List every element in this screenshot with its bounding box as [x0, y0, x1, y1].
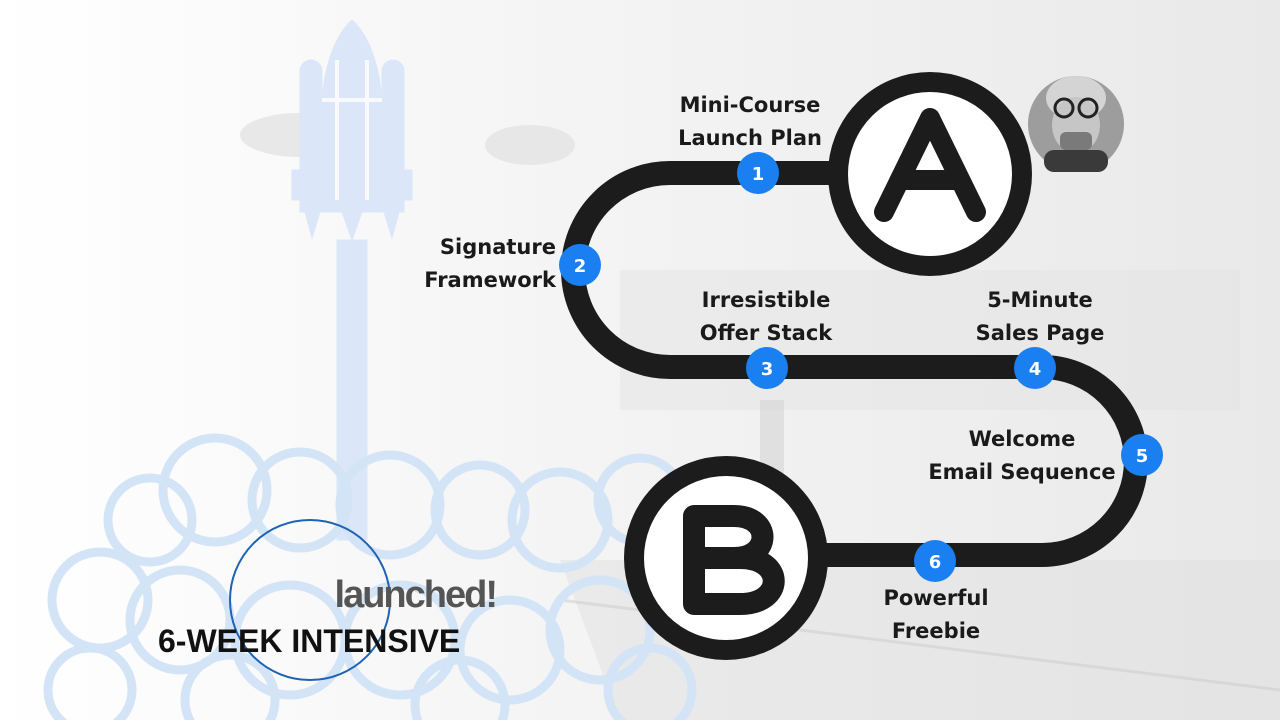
end-marker-b — [624, 456, 828, 660]
svg-text:5: 5 — [1136, 446, 1149, 467]
step-label-6: Powerful Freebie — [860, 582, 1012, 648]
avatar — [1028, 76, 1124, 172]
cloud-icon — [43, 433, 750, 720]
step-badge-4: 4 — [1014, 347, 1056, 389]
step-label-3-line1: Irresistible — [701, 288, 831, 312]
step-badge-3: 3 — [746, 347, 788, 389]
step-badge-2: 2 — [559, 244, 601, 286]
step-label-4: 5-Minute Sales Page — [955, 284, 1125, 350]
svg-text:2: 2 — [574, 256, 587, 277]
step-badge-6: 6 — [914, 540, 956, 582]
step-label-5: Welcome Email Sequence — [902, 423, 1142, 489]
step-label-5-line1: Welcome — [968, 427, 1076, 451]
start-marker-a — [828, 72, 1032, 276]
step-label-2: Signature Framework — [400, 231, 556, 297]
step-label-1-line1: Mini-Course — [679, 93, 821, 117]
brand-logo: launched! — [334, 574, 498, 616]
step-label-3-line2: Offer Stack — [699, 321, 833, 345]
step-label-6-line1: Powerful — [883, 586, 989, 610]
svg-text:1: 1 — [752, 164, 765, 185]
step-label-1-line2: Launch Plan — [678, 126, 822, 150]
svg-text:3: 3 — [761, 359, 774, 380]
step-label-4-line2: Sales Page — [975, 321, 1105, 345]
svg-text:4: 4 — [1029, 359, 1042, 380]
brand-ring — [229, 519, 391, 681]
step-label-1: Mini-Course Launch Plan — [660, 89, 840, 155]
step-label-2-line1: Signature — [439, 235, 556, 259]
step-label-2-line2: Framework — [424, 268, 556, 292]
step-label-4-line1: 5-Minute — [987, 288, 1093, 312]
step-label-5-line2: Email Sequence — [928, 460, 1116, 484]
step-label-6-line2: Freebie — [891, 619, 981, 643]
program-title: 6-WEEK INTENSIVE — [158, 623, 461, 659]
svg-text:6: 6 — [929, 552, 942, 573]
step-badge-1: 1 — [737, 152, 779, 194]
step-badge-5: 5 — [1121, 434, 1163, 476]
step-label-3: Irresistible Offer Stack — [680, 284, 852, 350]
